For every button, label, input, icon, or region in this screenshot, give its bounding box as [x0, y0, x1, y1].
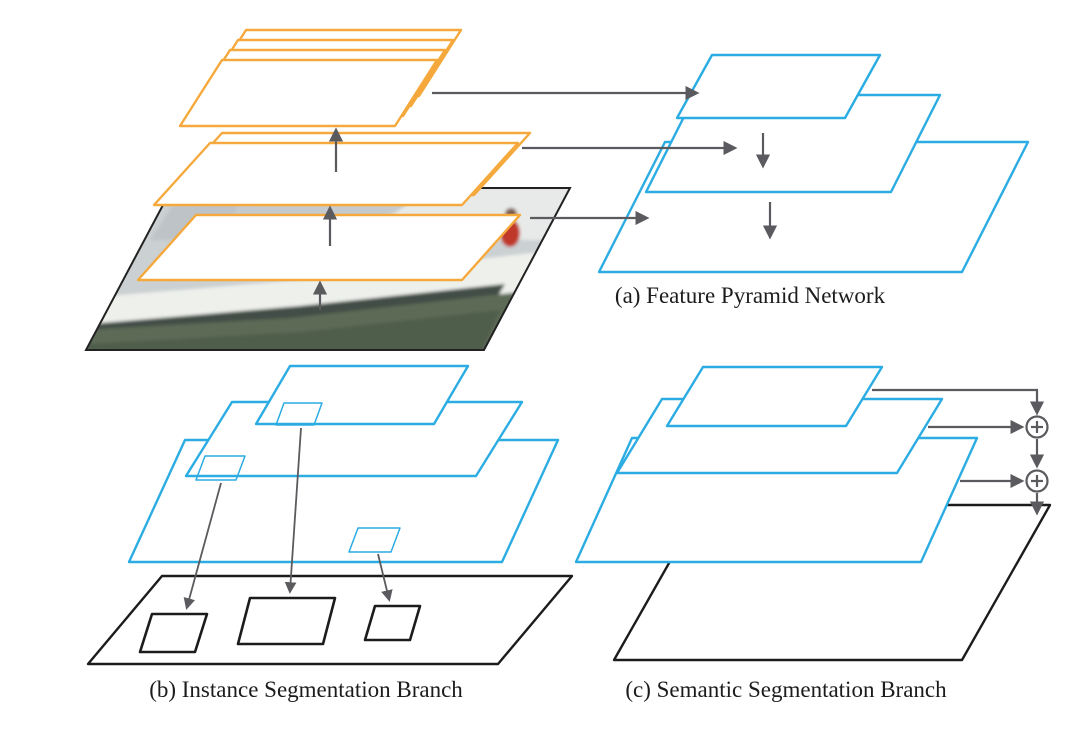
orange-pair-sheet-front [152, 141, 520, 207]
photo-water-dark [86, 310, 500, 350]
instance-arrows [183, 427, 393, 610]
figure-caption-a: (a) Feature Pyramid Network [615, 283, 886, 308]
top-down-pathway [597, 53, 1030, 274]
semantic-blue-plane-top [665, 365, 884, 428]
roi-box-bottom-plane [348, 527, 401, 553]
roi-arrow-center [284, 427, 302, 594]
instance-mask-box-center [236, 596, 337, 646]
roi-arrow-right [377, 553, 393, 602]
sum-arrow-from-top-plane [872, 388, 1045, 416]
instance-blue-plane-top [254, 364, 470, 426]
section-semantic-segmentation-branch: (c) Semantic Segmentation Branch [574, 365, 1052, 702]
roi-box-top-plane [275, 402, 323, 426]
orange-stack-sheet-1 [178, 58, 439, 128]
bottom-up-pathway [136, 28, 532, 282]
figure-caption-c: (c) Semantic Segmentation Branch [625, 677, 947, 702]
semantic-arrows [872, 388, 1045, 516]
fpn-arrows [312, 85, 778, 310]
instance-feature-planes [127, 364, 560, 564]
instance-output-plane [86, 574, 574, 666]
figure-caption-b: (b) Instance Segmentation Branch [149, 677, 463, 702]
sum-node-2 [1025, 469, 1049, 493]
roi-arrow-left [183, 482, 222, 610]
sum-node-1 [1025, 415, 1049, 439]
roi-box-middle-plane [195, 455, 246, 481]
instance-mask-box-left [138, 612, 209, 654]
section-instance-segmentation-branch: (b) Instance Segmentation Branch [86, 364, 574, 702]
orange-bottom-plane [136, 213, 522, 282]
instance-mask-box-right [363, 604, 422, 642]
semantic-feature-planes [574, 365, 979, 564]
blue-plane-small [675, 53, 882, 120]
section-feature-pyramid-network: (a) Feature Pyramid Network [84, 28, 1030, 351]
